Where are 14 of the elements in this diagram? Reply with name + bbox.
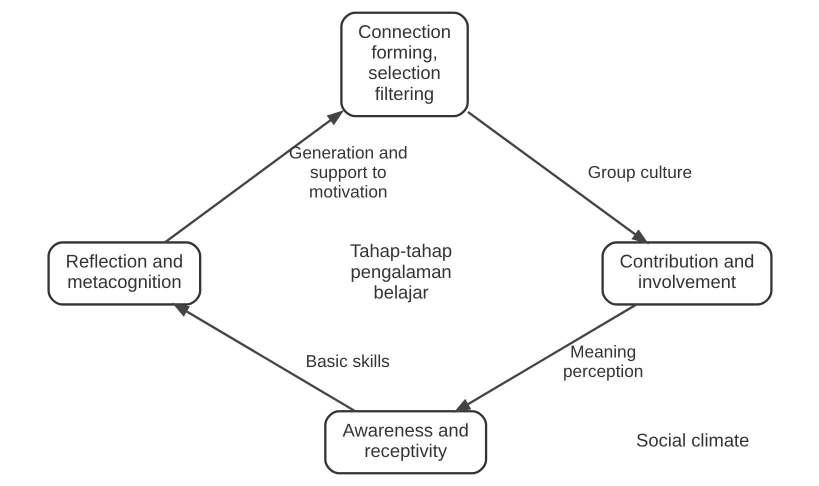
node-box: Awareness and receptivity: [324, 410, 487, 474]
arrow: [452, 304, 636, 413]
edge-label: Basic skills: [305, 351, 390, 372]
arrow: [172, 302, 356, 412]
edge-label: Group culture: [587, 162, 692, 182]
arrow: [466, 111, 648, 244]
arrow: [164, 110, 344, 244]
node-box: Reflection and metacognition: [46, 241, 201, 306]
node-box: Contribution and involvement: [600, 241, 772, 306]
label: Social climate: [636, 430, 749, 451]
edge-label: Meaning perception: [562, 341, 643, 381]
label: Tahap-tahap pengalaman belajar: [350, 240, 452, 302]
edge-label: Generation and support to motivation: [288, 142, 408, 202]
node-box: Connection forming, selection filtering: [340, 12, 468, 118]
